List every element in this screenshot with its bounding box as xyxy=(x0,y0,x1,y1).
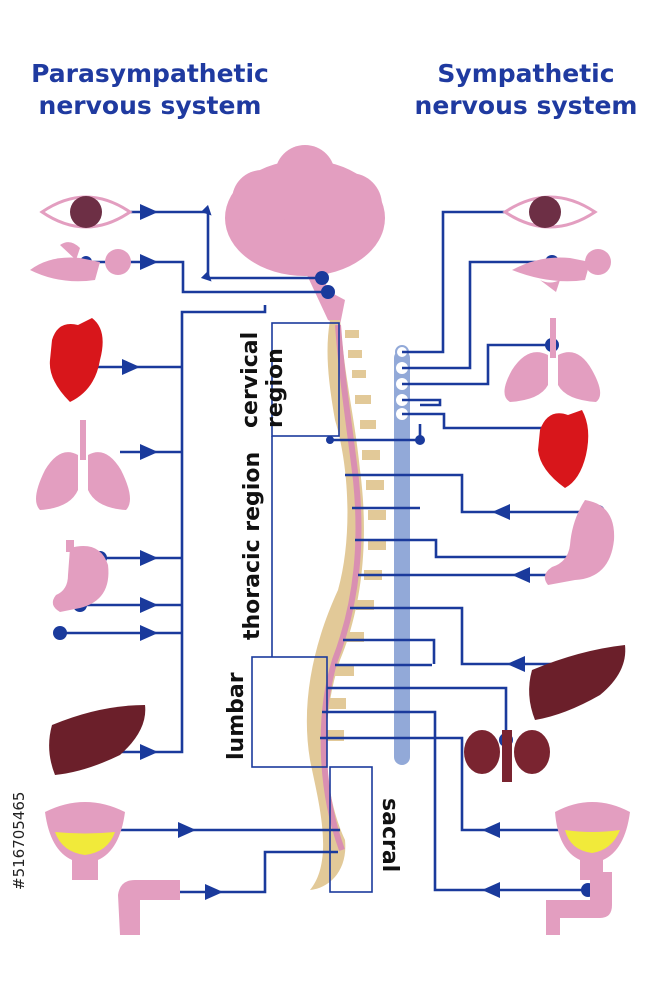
sympathetic-chain xyxy=(394,345,410,765)
sympathetic-title-line2: nervous system xyxy=(414,91,638,120)
eye-icon xyxy=(39,195,133,229)
bladder-icon xyxy=(555,802,630,880)
intestine-icon xyxy=(546,872,612,935)
cervical-line2: region xyxy=(263,348,288,428)
intestine-icon xyxy=(118,880,180,935)
kidney-icon xyxy=(464,730,550,782)
sympathetic-nerves xyxy=(320,210,598,892)
spinal-column xyxy=(306,320,386,890)
lumbar-region-label: lumbar xyxy=(224,672,249,760)
cervical-line1: cervical xyxy=(238,331,263,428)
sympathetic-arrows xyxy=(482,504,530,898)
lungs-icon xyxy=(504,318,601,402)
sympathetic-nodes xyxy=(326,206,605,897)
stomach-icon xyxy=(52,540,109,612)
lungs-icon xyxy=(36,420,130,510)
thoracic-region-label: thoracic region xyxy=(240,451,265,640)
heart-icon xyxy=(538,410,589,488)
sympathetic-title: Sympathetic nervous system xyxy=(385,58,667,122)
stomach-icon xyxy=(544,500,615,585)
parasympathetic-title: Parasympathetic nervous system xyxy=(0,58,300,122)
liver-icon xyxy=(49,705,146,775)
parasympathetic-title-line2: nervous system xyxy=(38,91,262,120)
salivary-gland-icon xyxy=(30,242,131,282)
heart-icon xyxy=(49,318,103,402)
sacral-region-label: sacral xyxy=(377,798,402,873)
bladder-icon xyxy=(45,802,125,880)
parasympathetic-arrows xyxy=(122,204,223,900)
brain-icon xyxy=(225,145,385,325)
salivary-gland-icon xyxy=(512,249,611,292)
liver-icon xyxy=(529,645,626,720)
stock-id-watermark: #516705465 xyxy=(10,791,28,890)
sympathetic-title-line1: Sympathetic xyxy=(437,59,615,88)
eye-icon xyxy=(502,195,598,229)
parasympathetic-title-line1: Parasympathetic xyxy=(31,59,269,88)
cervical-region-label: cervical region xyxy=(238,332,288,428)
